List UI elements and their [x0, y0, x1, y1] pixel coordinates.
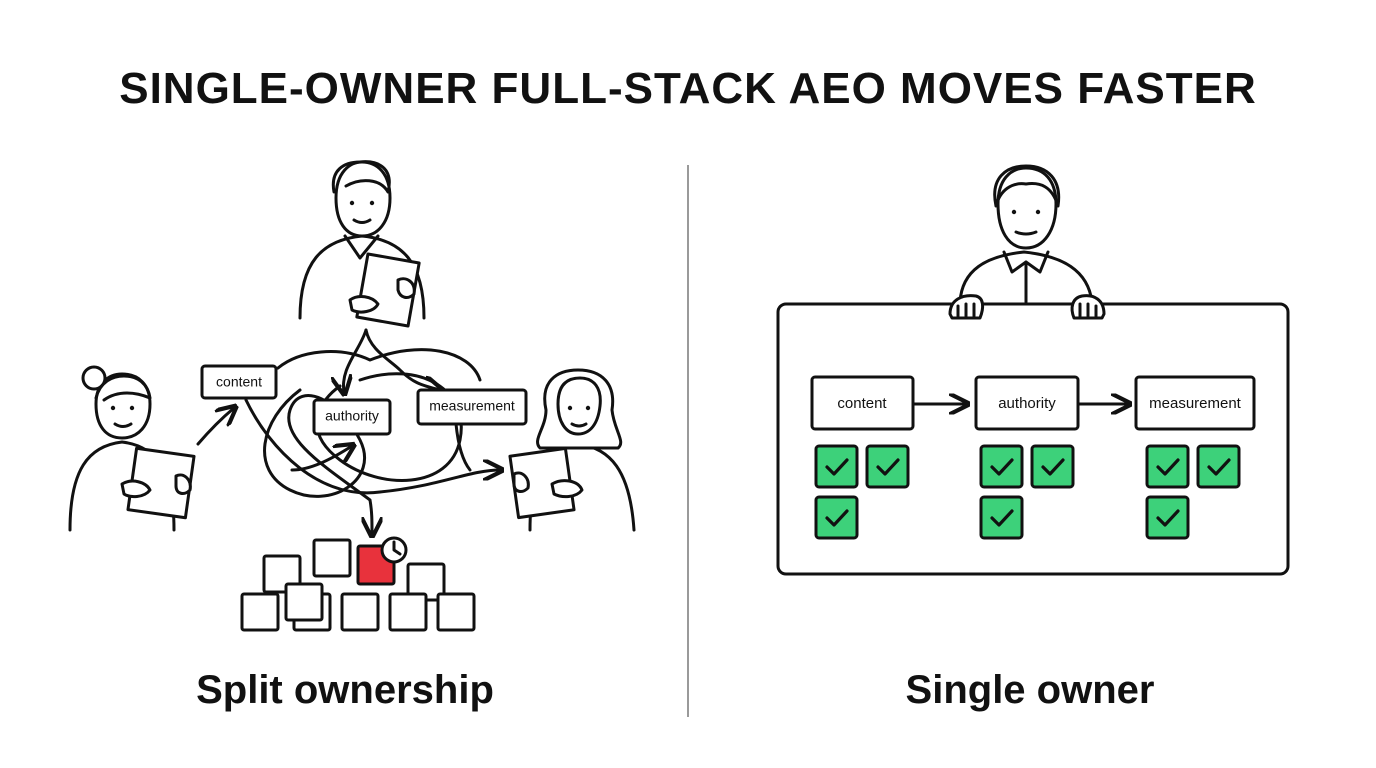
check-box-icon — [1030, 444, 1075, 489]
stage-checks — [814, 444, 1241, 540]
split-box-authority-label: authority — [325, 408, 379, 424]
check-box-icon — [979, 495, 1024, 540]
check-box-icon — [814, 495, 859, 540]
check-box-icon — [865, 444, 910, 489]
owner-hands-icon — [948, 294, 1106, 320]
owner-person-icon — [958, 164, 1094, 304]
split-box-content-label: content — [216, 374, 262, 390]
split-ownership-caption: Split ownership — [196, 668, 494, 712]
stage-content-label: content — [837, 395, 887, 412]
check-box-icon — [1145, 444, 1190, 489]
check-box-icon — [814, 444, 859, 489]
split-box-measurement: measurement — [416, 388, 528, 426]
clock-icon — [380, 536, 408, 564]
person-left-icon — [68, 365, 196, 532]
stage-authority-label: authority — [998, 395, 1056, 412]
stage-measurement: measurement — [1134, 375, 1256, 431]
check-box-icon — [1196, 444, 1241, 489]
check-box-icon — [979, 444, 1024, 489]
single-owner-scene: content authority measurement — [776, 164, 1290, 576]
stage-content: content — [810, 375, 915, 431]
split-ownership-scene: content authority measurement — [68, 160, 636, 632]
split-box-content: content — [200, 364, 278, 400]
person-right-icon — [508, 368, 636, 532]
split-box-measurement-label: measurement — [429, 398, 515, 414]
panel-divider — [687, 165, 689, 717]
single-owner-caption: Single owner — [905, 668, 1155, 712]
task-card-pile — [240, 536, 476, 632]
check-box-icon — [1145, 495, 1190, 540]
split-box-authority: authority — [312, 398, 392, 436]
stage-authority: authority — [974, 375, 1080, 431]
page-title: SINGLE-OWNER FULL-STACK AEO MOVES FASTER — [119, 64, 1257, 113]
person-top-icon — [298, 160, 426, 328]
stage-measurement-label: measurement — [1149, 395, 1242, 412]
